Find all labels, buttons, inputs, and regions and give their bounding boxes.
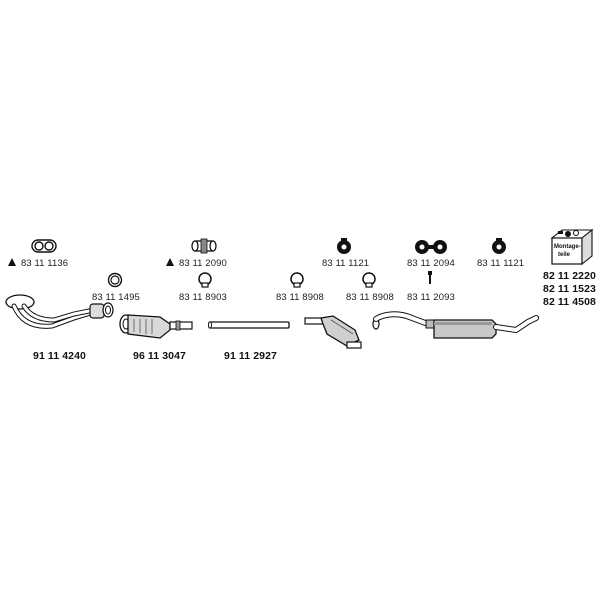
part-number-bolt: 83 11 2093 bbox=[407, 292, 455, 303]
mounting-kit-label-1: Montage- bbox=[554, 244, 581, 250]
catalytic-converter-icon bbox=[119, 314, 193, 339]
part-number-catalytic-converter: 96 11 3047 bbox=[133, 350, 186, 362]
mounting-kit-box-icon: Montage- teile bbox=[550, 228, 594, 266]
triangle-marker-icon bbox=[166, 258, 174, 266]
clamp-icon bbox=[290, 272, 304, 288]
part-number-clamp-sleeve: 83 11 2090 bbox=[179, 258, 227, 269]
part-number-hanger-2: 83 11 1121 bbox=[477, 258, 525, 269]
part-number-hanger-1: 83 11 1121 bbox=[322, 258, 370, 269]
straight-pipe-icon bbox=[208, 321, 290, 329]
part-number-clamp-2: 83 11 8908 bbox=[276, 292, 324, 303]
part-number-mounting-kit-2: 82 11 1523 bbox=[543, 283, 596, 295]
double-ring-gasket-icon bbox=[31, 239, 57, 253]
part-number-hanger-double: 83 11 2094 bbox=[407, 258, 455, 269]
clamp-icon bbox=[362, 272, 376, 288]
rubber-hanger-icon bbox=[492, 238, 506, 254]
part-number-middle-pipe: 91 11 2927 bbox=[224, 350, 277, 362]
part-number-mounting-kit-1: 82 11 2220 bbox=[543, 270, 596, 282]
part-number-mounting-kit-3: 82 11 4508 bbox=[543, 296, 596, 308]
part-number-gasket-double: 83 11 1136 bbox=[21, 258, 69, 269]
rear-silencer-icon bbox=[372, 311, 539, 339]
middle-silencer-icon bbox=[304, 315, 362, 349]
rubber-hanger-icon bbox=[337, 238, 351, 254]
part-number-clamp-1: 83 11 8903 bbox=[179, 292, 227, 303]
clamp-icon bbox=[198, 272, 212, 288]
part-number-gasket-ring: 83 11 1495 bbox=[92, 292, 140, 303]
ring-gasket-icon bbox=[107, 272, 123, 288]
bolt-icon bbox=[428, 271, 432, 284]
front-pipe-icon bbox=[5, 294, 114, 329]
clamp-sleeve-icon bbox=[191, 238, 217, 254]
double-rubber-hanger-icon bbox=[415, 240, 447, 254]
part-number-front-pipe: 91 11 4240 bbox=[33, 350, 86, 362]
mounting-kit-label-2: teile bbox=[558, 252, 571, 258]
triangle-marker-icon bbox=[8, 258, 16, 266]
part-number-clamp-3: 83 11 8908 bbox=[346, 292, 394, 303]
